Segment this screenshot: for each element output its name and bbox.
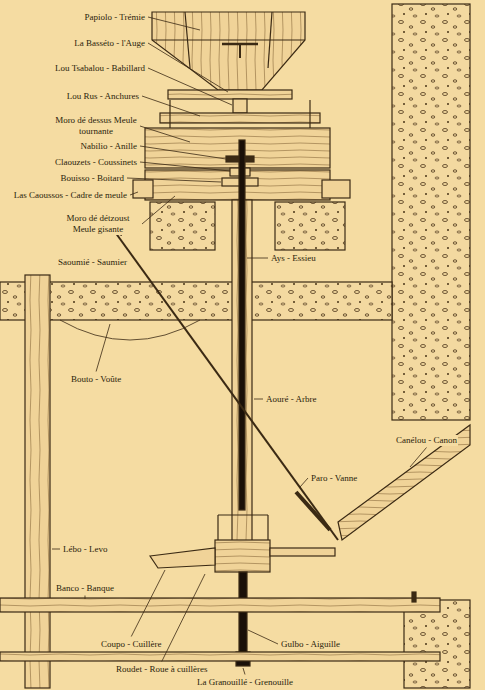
mill-drawing [0,4,470,688]
leader-line [248,630,278,644]
part-label: Canélou - Canon [395,435,458,446]
part-label: Banco - Banque [55,583,115,594]
leader-line [148,43,228,92]
leader-line [52,549,60,550]
part-label: Coupo - Cuillère [100,639,163,650]
part-label: Aouré - Arbre [265,394,317,405]
part-label: Roudet - Roue à cuillères [115,664,208,675]
part-label: Moro dé détzoust Meule gisante [56,213,140,235]
leader-line [142,96,200,116]
leader-line [148,68,232,105]
leader-line [140,146,226,159]
leader-line [162,574,205,662]
part-label: Ays - Essieu [270,253,317,264]
part-label: Bouto - Voûte [70,374,122,385]
leader-line [84,596,85,600]
part-label: Lou Tsabalou - Babillard [54,63,146,74]
leader-line [148,17,200,30]
leader-line [140,126,190,142]
leader-line [254,399,263,400]
leader-line [410,448,427,468]
leader-line [142,196,175,224]
part-label: Nabilio - Anille [80,141,139,152]
part-label: Gulbo - Aiguille [280,639,341,650]
part-label: Lou Rus - Anchures [66,91,140,102]
part-label: Paro - Vanne [310,473,358,484]
leader-line [127,178,221,182]
part-label: Saoumié - Saumier [57,257,128,268]
part-label: Papiolo - Trémie [83,12,146,23]
leader-line [243,668,245,675]
part-label: Lébo - Levo [62,544,108,555]
part-label: Moro dé dessus Meule tournante [54,115,138,137]
leader-line [130,192,138,195]
leader-line [300,478,308,487]
part-label: Bouisso - Boitard [59,173,125,184]
part-label: La Granouillé - Grenouille [196,677,294,688]
leader-line [140,162,230,171]
leader-line [247,258,268,259]
part-label: Claouzets - Coussinets [54,157,138,168]
leader-line [131,570,165,637]
leader-line [96,324,110,372]
part-label: Las Caoussos - Cadre de meule [13,190,128,201]
part-label: La Basséto - l'Auge [73,38,146,49]
